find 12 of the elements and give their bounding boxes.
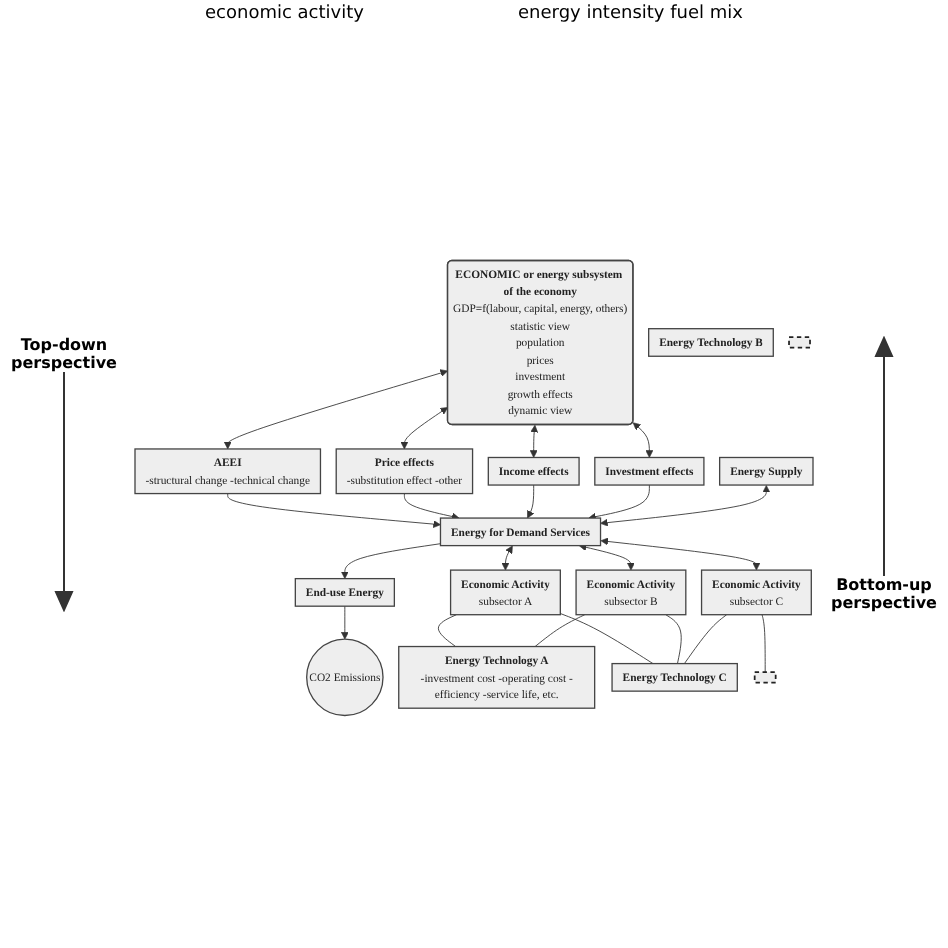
connector [665,614,682,665]
node-box [788,336,811,349]
flow-label: energy intensity fuel mix [518,4,743,24]
connector [437,614,457,647]
perspective-label: Top-down perspective [9,336,119,372]
connector [534,614,586,647]
connector [684,614,728,665]
connector [559,613,654,665]
flow-label: economic activity [205,4,364,24]
node-box [753,671,777,684]
connector [761,614,766,673]
perspective-label: Bottom-up perspective [829,576,939,612]
